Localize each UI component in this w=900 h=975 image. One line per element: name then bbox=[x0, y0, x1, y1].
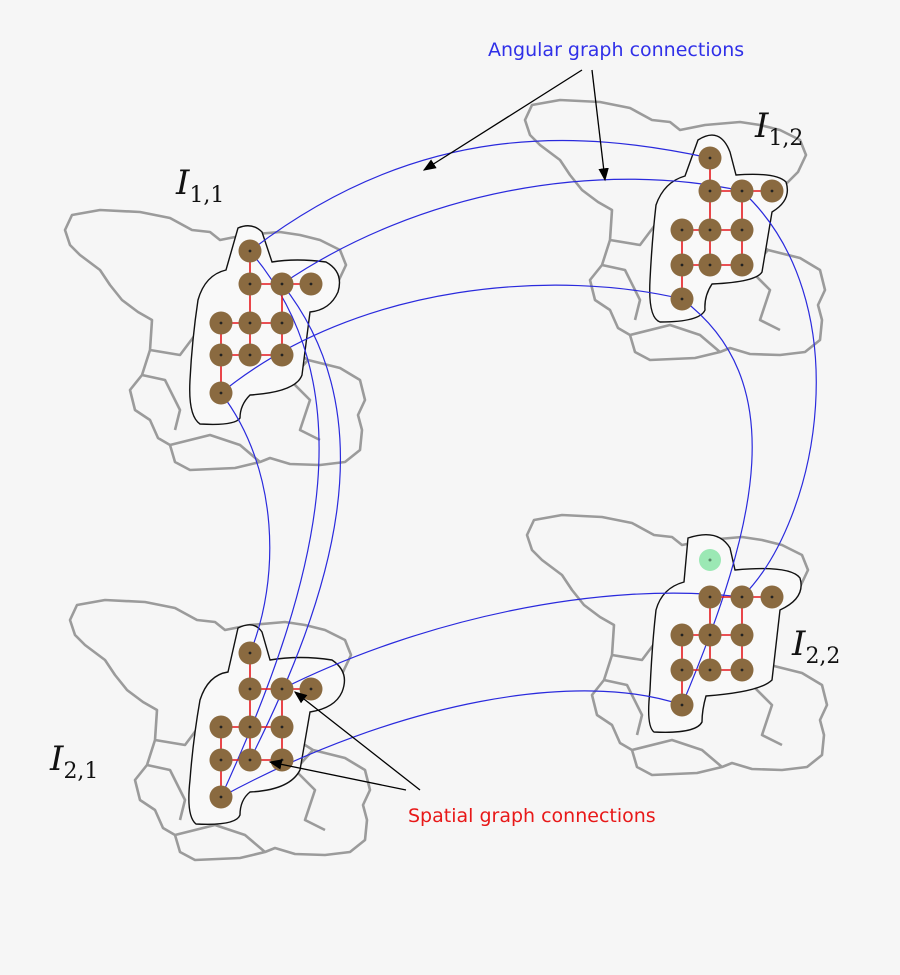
graph-node-center bbox=[248, 651, 252, 655]
graph-node-center bbox=[248, 725, 252, 729]
graph-node-center bbox=[248, 758, 252, 762]
angular-link bbox=[220, 392, 271, 654]
angular-link bbox=[281, 592, 743, 690]
patch-outline-i11 bbox=[189, 225, 341, 426]
graph-node-center bbox=[680, 228, 684, 232]
graph-node-center bbox=[740, 263, 744, 267]
angular-link bbox=[281, 178, 743, 285]
nodes-i12 bbox=[670, 146, 784, 311]
angular-link bbox=[220, 690, 683, 798]
graph-node-center bbox=[280, 725, 284, 729]
graph-node-center bbox=[708, 189, 712, 193]
graph-node-center bbox=[280, 758, 284, 762]
graph-node-center bbox=[770, 595, 774, 599]
angular-arrow bbox=[422, 69, 583, 171]
graph-node-center bbox=[219, 391, 223, 395]
graph-node-center bbox=[280, 282, 284, 286]
graph-node-center bbox=[680, 703, 684, 707]
nodes-i11 bbox=[209, 239, 323, 405]
graph-node-center bbox=[708, 633, 712, 637]
graph-node-center bbox=[770, 189, 774, 193]
graph-node-center bbox=[740, 189, 744, 193]
graph-node-center bbox=[680, 633, 684, 637]
angular-connections-label: Angular graph connections bbox=[488, 39, 744, 61]
graph-node-center bbox=[740, 228, 744, 232]
angular-link bbox=[249, 139, 711, 252]
graph-node-center bbox=[248, 687, 252, 691]
graph-node-center bbox=[248, 249, 252, 253]
graph-node-center bbox=[740, 595, 744, 599]
angular-arrow bbox=[591, 69, 609, 182]
graph-node-center bbox=[219, 758, 223, 762]
angular-link bbox=[741, 190, 817, 598]
graph-node-center bbox=[248, 282, 252, 286]
graph-node-center bbox=[248, 353, 252, 357]
graph-node-center bbox=[219, 795, 223, 799]
view-label-i22: I2,2 bbox=[791, 624, 840, 669]
spatial-arrow bbox=[268, 759, 407, 791]
graph-node-center bbox=[219, 353, 223, 357]
graph-node-center bbox=[309, 687, 313, 691]
view-label-i12: I1,2 bbox=[754, 106, 803, 151]
graph-node-center bbox=[740, 668, 744, 672]
graph-node-center bbox=[708, 156, 712, 160]
graph-node-center bbox=[280, 353, 284, 357]
graph-node-center bbox=[708, 228, 712, 232]
view-label-i11: I1,1 bbox=[175, 163, 224, 208]
angular-connections bbox=[220, 139, 817, 798]
graph-node-center bbox=[219, 725, 223, 729]
graph-node-center bbox=[248, 321, 252, 325]
graph-node-center bbox=[708, 595, 712, 599]
highlighted-node-center bbox=[708, 558, 712, 562]
graph-node-center bbox=[740, 633, 744, 637]
annotation-arrows bbox=[268, 69, 609, 791]
patch-outline-i22 bbox=[647, 534, 802, 733]
graph-node-center bbox=[309, 282, 313, 286]
view-label-i21: I2,1 bbox=[49, 739, 98, 784]
graph-node-center bbox=[680, 263, 684, 267]
spatial-arrow bbox=[293, 691, 421, 791]
angular-link bbox=[220, 250, 320, 798]
graph-node-center bbox=[680, 297, 684, 301]
graph-node-center bbox=[280, 321, 284, 325]
graph-node-center bbox=[219, 321, 223, 325]
graph-node-center bbox=[708, 263, 712, 267]
graph-node-center bbox=[280, 687, 284, 691]
graph-node-center bbox=[708, 668, 712, 672]
spatial-connections-label: Spatial graph connections bbox=[408, 805, 656, 827]
nodes-i22 bbox=[670, 585, 784, 717]
graph-node-center bbox=[680, 668, 684, 672]
